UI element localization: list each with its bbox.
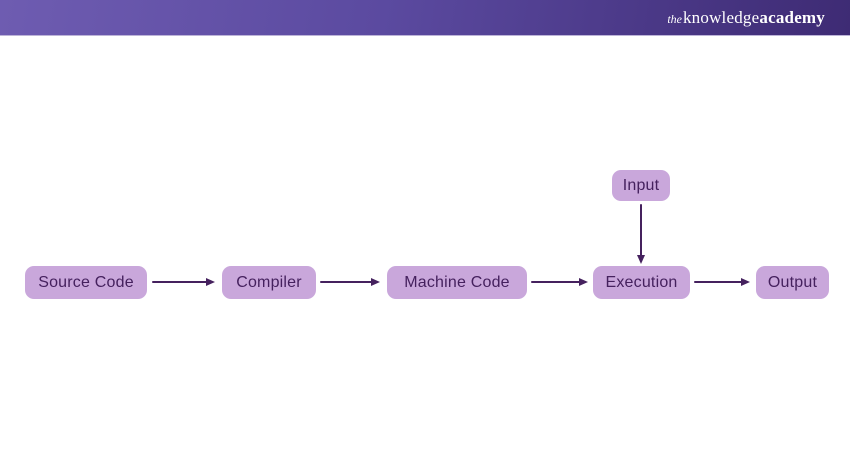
- logo-academy: academy: [759, 8, 825, 27]
- node-source-code-label: Source Code: [38, 273, 134, 291]
- node-output-label: Output: [767, 273, 818, 291]
- node-output: Output: [756, 266, 829, 299]
- node-machine-code: Machine Code: [387, 266, 527, 299]
- node-execution-label: Execution: [605, 273, 678, 291]
- arrow-source-code-to-compiler: [152, 281, 207, 283]
- node-compiler-label: Compiler: [236, 273, 302, 291]
- logo-knowledge: knowledge: [682, 8, 760, 27]
- node-machine-code-label: Machine Code: [404, 273, 510, 291]
- node-source-code: Source Code: [25, 266, 147, 299]
- logo-the: the: [667, 12, 682, 26]
- arrow-execution-to-output: [694, 281, 742, 283]
- arrow-input-to-execution: [640, 204, 642, 256]
- node-input: Input: [612, 170, 670, 201]
- arrow-machine-code-to-execution: [531, 281, 580, 283]
- arrow-compiler-to-machine-code: [320, 281, 372, 283]
- node-execution: Execution: [593, 266, 690, 299]
- compiler-flow-diagram: Source Code Compiler Machine Code Input …: [0, 36, 850, 450]
- node-compiler: Compiler: [222, 266, 316, 299]
- node-input-label: Input: [622, 176, 660, 194]
